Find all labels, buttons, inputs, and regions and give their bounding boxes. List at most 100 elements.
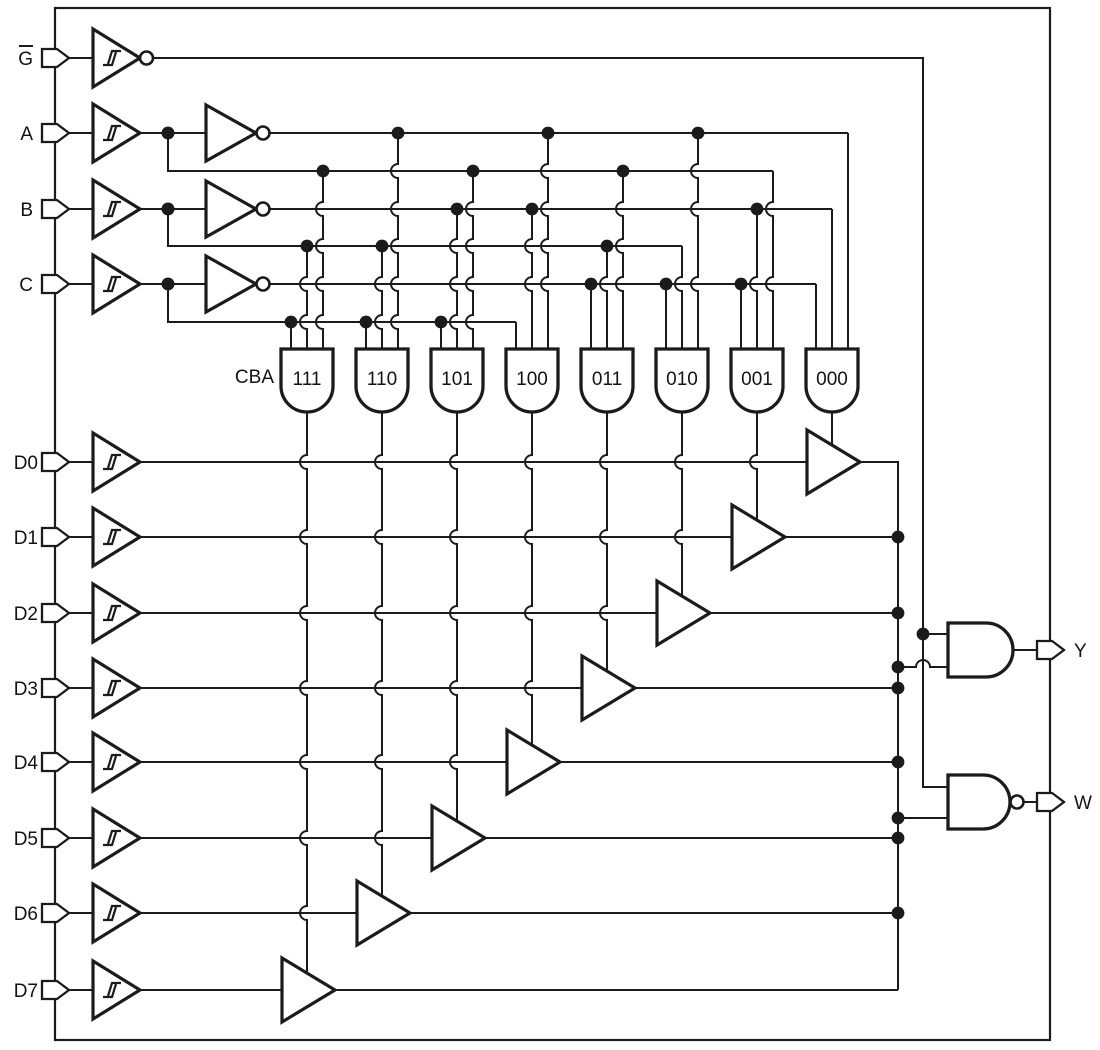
junction-dot bbox=[434, 315, 448, 329]
gate-label-101: 101 bbox=[441, 369, 473, 390]
junction-dot bbox=[891, 755, 905, 769]
output-pin-w bbox=[1035, 791, 1066, 813]
junction-dot bbox=[734, 277, 748, 291]
inverter-bubble bbox=[255, 201, 271, 217]
pin-label-c: C bbox=[19, 275, 33, 296]
junction-dot bbox=[891, 530, 905, 544]
hysteresis-icon bbox=[103, 200, 121, 218]
junction-dot bbox=[750, 202, 764, 216]
schmitt-inverter-g bbox=[91, 26, 144, 90]
junction-dot bbox=[891, 811, 905, 825]
gate-label-110: 110 bbox=[367, 369, 397, 390]
data-buffer-d3 bbox=[580, 653, 639, 723]
and-gate-100 bbox=[504, 347, 560, 414]
schmitt-buffer-c bbox=[91, 252, 144, 316]
junction-dot bbox=[891, 831, 905, 845]
and-gate-101 bbox=[429, 347, 485, 414]
schmitt-buffer-d4 bbox=[91, 730, 144, 794]
junction-dot bbox=[891, 906, 905, 920]
hysteresis-icon bbox=[103, 453, 121, 471]
junction-dot bbox=[161, 202, 175, 216]
junction-dot bbox=[691, 126, 705, 140]
gate-label-010: 010 bbox=[666, 369, 698, 390]
inverter-c bbox=[204, 253, 260, 315]
pin-label-b: B bbox=[20, 200, 33, 221]
and-gate-001 bbox=[729, 347, 785, 414]
wire-enable-010 bbox=[674, 409, 683, 605]
input-pin-b bbox=[40, 198, 71, 220]
pin-label-d3: D3 bbox=[14, 679, 38, 700]
schmitt-buffer-d6 bbox=[91, 881, 144, 945]
input-pin-d1 bbox=[40, 526, 71, 548]
junction-dot bbox=[541, 126, 555, 140]
input-pin-c bbox=[40, 273, 71, 295]
junction-dot bbox=[659, 277, 673, 291]
hysteresis-icon bbox=[103, 275, 121, 293]
wire-enable-100 bbox=[524, 409, 533, 754]
gate-label-111: 111 bbox=[293, 369, 322, 390]
schmitt-buffer-d3 bbox=[91, 656, 144, 720]
inverter-bubble bbox=[1009, 794, 1025, 810]
junction-dots bbox=[161, 126, 930, 920]
pin-label-d6: D6 bbox=[14, 904, 38, 925]
schmitt-buffer-a bbox=[91, 101, 144, 165]
data-buffer-d4 bbox=[505, 727, 564, 797]
pin-label-w: W bbox=[1074, 793, 1092, 814]
junction-dot bbox=[891, 681, 905, 695]
data-buffer-d2 bbox=[655, 578, 714, 648]
junction-dot bbox=[450, 202, 464, 216]
pin-label-d0: D0 bbox=[14, 453, 38, 474]
schmitt-buffer-b bbox=[91, 177, 144, 241]
data-buffer-d6 bbox=[355, 878, 414, 948]
input-pin-d5 bbox=[40, 827, 71, 849]
input-pin-gbar bbox=[40, 47, 71, 69]
junction-dot bbox=[916, 627, 930, 641]
input-pin-d0 bbox=[40, 451, 71, 473]
schmitt-buffer-d2 bbox=[91, 581, 144, 645]
hysteresis-icon bbox=[103, 679, 121, 697]
inverter-a bbox=[204, 102, 260, 164]
junction-dot bbox=[891, 606, 905, 620]
nand-gate-w bbox=[946, 773, 1012, 831]
junction-dot bbox=[616, 164, 630, 178]
data-buffer-d7 bbox=[280, 955, 339, 1025]
inverter-bubble bbox=[138, 50, 155, 66]
and-gate-010 bbox=[654, 347, 710, 414]
hysteresis-icon bbox=[103, 528, 121, 546]
wire-y-input-bus bbox=[898, 659, 948, 668]
gate-label-011: 011 bbox=[592, 369, 622, 390]
input-pin-d4 bbox=[40, 751, 71, 773]
junction-dot bbox=[161, 126, 175, 140]
pin-label-d1: D1 bbox=[14, 528, 38, 549]
pin-label-a: A bbox=[20, 124, 33, 145]
junction-dot bbox=[391, 126, 405, 140]
junction-dot bbox=[300, 239, 314, 253]
hysteresis-icon bbox=[103, 604, 121, 622]
pin-label-d5: D5 bbox=[14, 829, 38, 850]
pin-label-y: Y bbox=[1074, 641, 1087, 662]
input-pin-d6 bbox=[40, 902, 71, 924]
gate-label-000: 000 bbox=[816, 369, 848, 390]
schmitt-buffer-d7 bbox=[91, 958, 144, 1022]
wire-enable-110 bbox=[374, 409, 383, 905]
inverter-b bbox=[204, 178, 260, 240]
and-gate-y bbox=[946, 621, 1015, 679]
pin-label-d2: D2 bbox=[14, 604, 38, 625]
data-buffer-d1 bbox=[730, 502, 789, 572]
junction-dot bbox=[284, 315, 298, 329]
schmitt-buffer-d1 bbox=[91, 505, 144, 569]
and-gate-011 bbox=[579, 347, 635, 414]
pin-label-d4: D4 bbox=[14, 753, 39, 774]
and-gate-000 bbox=[804, 347, 860, 414]
wire-select-c bbox=[167, 284, 517, 351]
input-pin-d7 bbox=[40, 979, 71, 1001]
schmitt-buffer-d5 bbox=[91, 806, 144, 870]
hysteresis-icon bbox=[103, 753, 121, 771]
junction-dot bbox=[525, 202, 539, 216]
wire-select-a bbox=[167, 133, 774, 351]
hysteresis-icon bbox=[103, 981, 121, 999]
junction-dot bbox=[375, 239, 389, 253]
schmitt-buffer-d0 bbox=[91, 430, 144, 494]
inverter-bubble bbox=[255, 276, 271, 292]
